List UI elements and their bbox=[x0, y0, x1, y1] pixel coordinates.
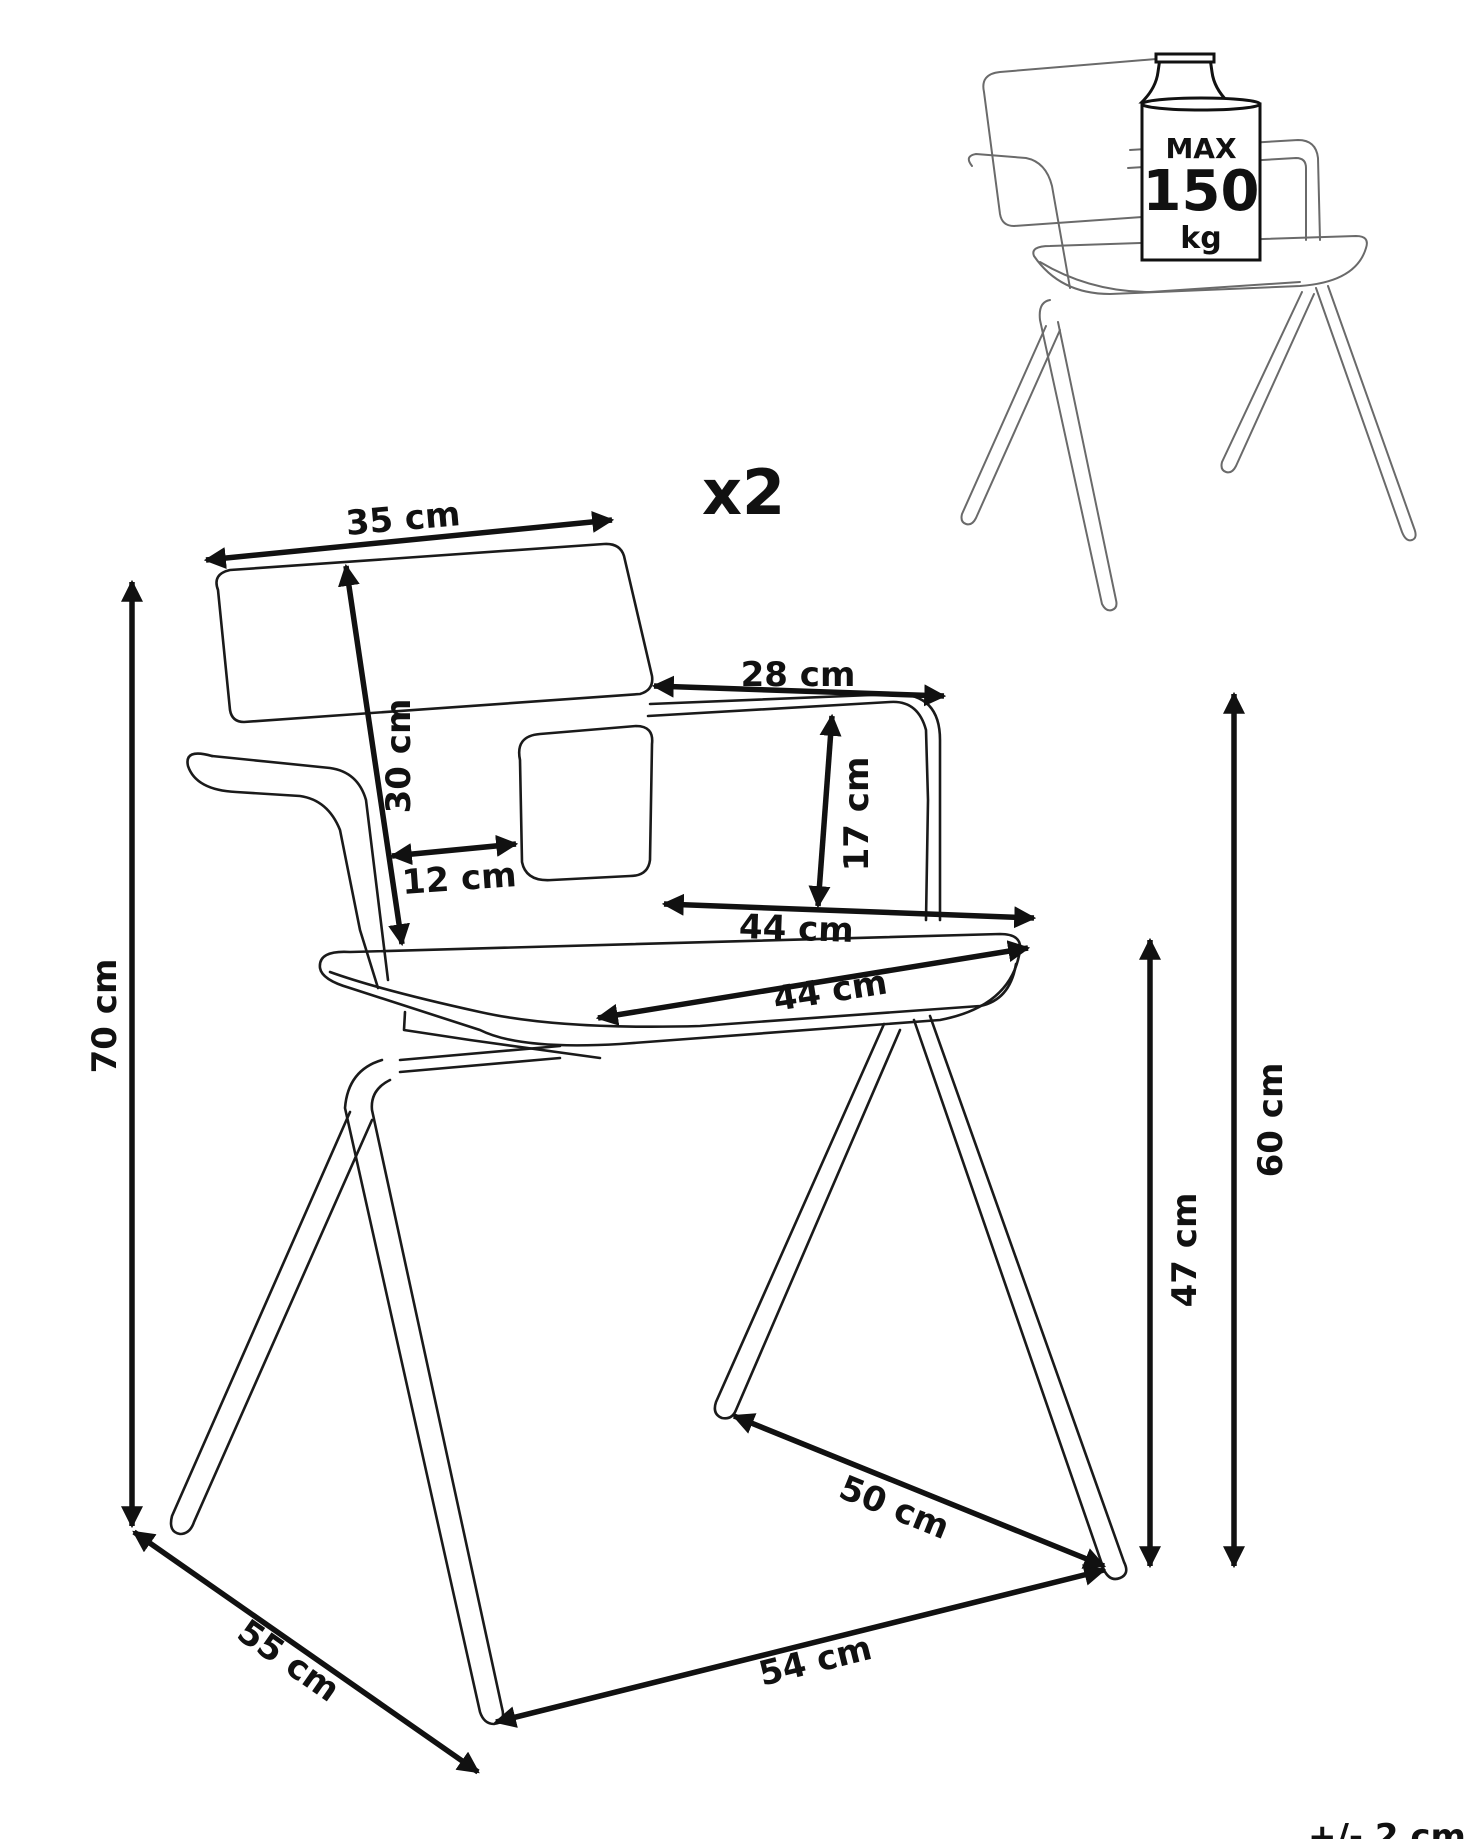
dim-line-armrest-length bbox=[651, 675, 947, 707]
load-inset-chair bbox=[960, 57, 1417, 612]
label-seat-height: 47 cm bbox=[1165, 1193, 1205, 1308]
label-backrest-height: 30 cm bbox=[379, 699, 419, 814]
dimension-arrows bbox=[121, 510, 1245, 1775]
max-load-value: 150 bbox=[1143, 159, 1260, 224]
tolerance-note: +/- 2 cm bbox=[1308, 1817, 1466, 1839]
quantity-label: x2 bbox=[702, 456, 785, 529]
dim-line-armrest-height bbox=[808, 713, 842, 909]
label-armrest-length: 28 cm bbox=[741, 655, 856, 695]
chair-illustration bbox=[169, 542, 1128, 1726]
dim-line-backrest-width bbox=[203, 510, 615, 570]
dim-line-seat-depth bbox=[595, 940, 1031, 1026]
dim-line-seat-width bbox=[661, 893, 1037, 929]
label-backrest-width: 35 cm bbox=[344, 494, 462, 544]
label-armrest-height: 17 cm bbox=[837, 757, 877, 872]
label-base-width: 54 cm bbox=[755, 1628, 876, 1695]
max-load-top-label: MAX bbox=[1165, 132, 1237, 165]
dimension-labels: 35 cm 30 cm 28 cm 17 cm 12 cm 44 cm 44 c… bbox=[85, 494, 1291, 1710]
label-armrest-floor-height: 60 cm bbox=[1251, 1063, 1291, 1178]
label-back-to-armrest: 12 cm bbox=[401, 855, 518, 903]
max-load-unit: kg bbox=[1180, 221, 1221, 256]
dim-line-back-to-armrest bbox=[389, 834, 519, 866]
max-load-weight-icon: MAX 150 kg bbox=[1138, 52, 1262, 262]
dim-line-base-depth bbox=[132, 1529, 480, 1775]
label-seat-depth: 44 cm bbox=[770, 962, 890, 1019]
dim-line-base-width bbox=[493, 1564, 1107, 1728]
dim-line-leg-span bbox=[731, 1413, 1107, 1569]
label-seat-width: 44 cm bbox=[738, 907, 854, 951]
dim-line-backrest-height bbox=[338, 563, 410, 947]
label-base-depth: 55 cm bbox=[230, 1612, 347, 1711]
label-total-height: 70 cm bbox=[85, 959, 125, 1074]
